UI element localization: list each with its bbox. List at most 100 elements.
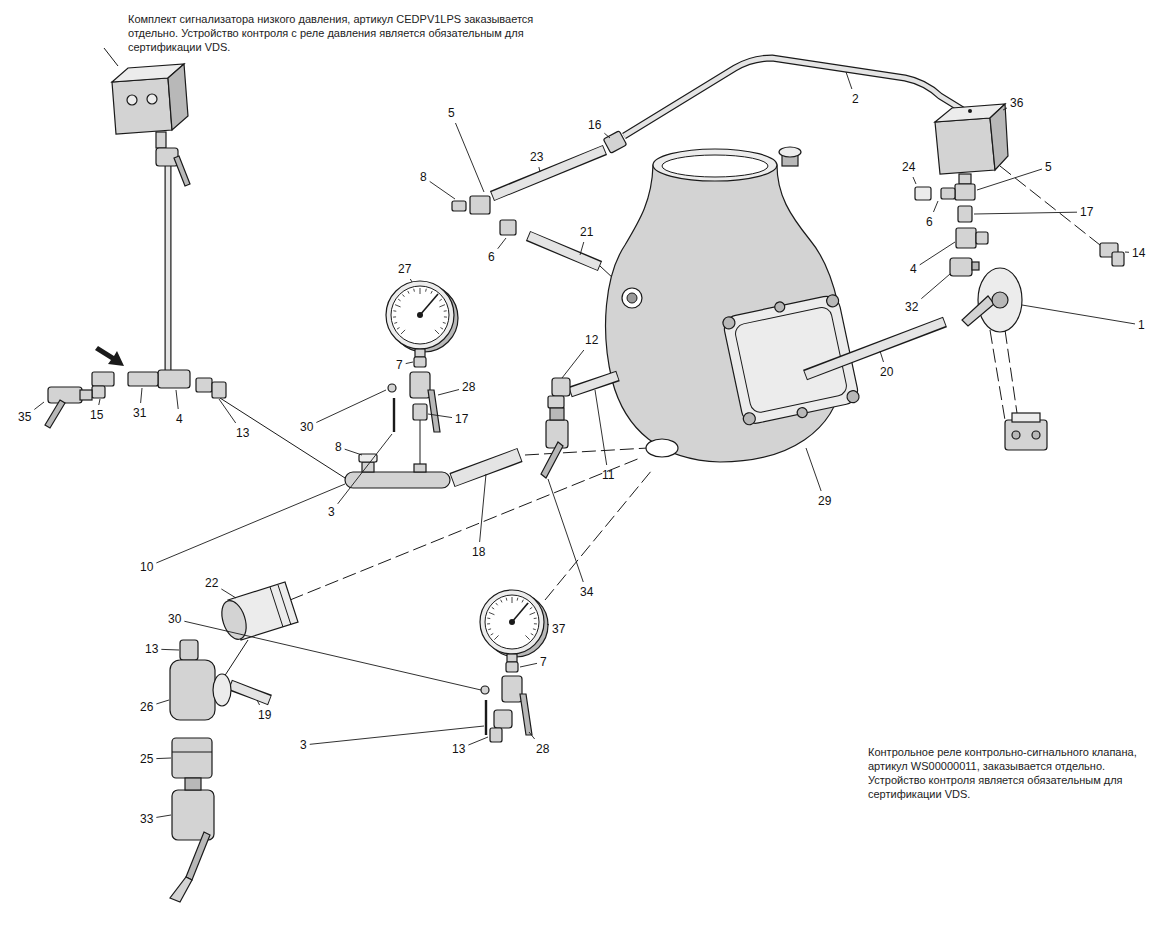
fitting: [950, 258, 972, 276]
leader-line: [974, 212, 1077, 214]
supervisory-switch: [1012, 431, 1020, 439]
pressure-gauge: [487, 597, 537, 640]
pressure-gauge: [533, 628, 536, 630]
leader-line: [547, 624, 549, 626]
supervisory-switch: [1005, 420, 1047, 450]
leader-line: [410, 279, 412, 282]
callout-number: 11: [602, 468, 614, 482]
drain-assembly: [278, 585, 291, 625]
pressure-gauge: [517, 598, 519, 601]
leader-line: [221, 589, 236, 598]
tubing: [624, 58, 966, 136]
pressure-gauge: [488, 628, 491, 630]
valve-clamp: [962, 296, 994, 326]
fitting: [941, 188, 955, 199]
pressure-gauge: [435, 330, 439, 334]
assembly-line: [220, 398, 345, 478]
callout-number: 35: [18, 410, 31, 424]
fitting: [500, 220, 516, 235]
drain-valve: [552, 378, 570, 396]
pressure-gauge: [415, 349, 425, 357]
assembly-line: [545, 470, 652, 600]
pressure-gauge: [420, 294, 438, 315]
callout-number: 2: [852, 92, 859, 106]
leader-line: [595, 390, 607, 465]
fitting: [95, 346, 124, 366]
pressure-gauge: [487, 618, 490, 619]
supervisory-switch: [1012, 413, 1040, 422]
low-pressure-switch: [156, 148, 178, 166]
pressure-gauge: [481, 686, 489, 694]
pressure-gauge: [494, 635, 498, 639]
leader-line: [316, 390, 386, 422]
tubing: [168, 58, 966, 370]
valve-body: [646, 439, 678, 457]
leader-line: [156, 758, 171, 760]
cover-plate: [826, 294, 840, 308]
pressure-gauge: [439, 299, 441, 301]
pressure-gauge: [420, 288, 421, 294]
pressure-switch: [935, 118, 995, 174]
leader-line: [468, 737, 488, 745]
tubing: [624, 58, 966, 136]
callout-number: 26: [140, 700, 153, 714]
fitting: [915, 187, 931, 200]
pressure-gauge: [386, 281, 458, 367]
leader-line: [310, 726, 484, 744]
pressure-gauge: [386, 281, 454, 349]
leader-line: [438, 390, 459, 395]
leader-line: [161, 649, 179, 651]
pressure-gauge: [534, 618, 537, 619]
fitting: [976, 232, 988, 244]
callout-number: 29: [818, 494, 831, 508]
pressure-gauge: [414, 357, 426, 367]
leader-line: [846, 72, 852, 89]
fitting: [603, 131, 626, 154]
low-pressure-switch: [127, 95, 137, 105]
pressure-gauge: [431, 291, 432, 294]
ball-valve: [45, 400, 65, 428]
leader-line: [156, 484, 345, 563]
callout-number: 14: [1132, 246, 1145, 260]
ball-valve: [388, 372, 440, 432]
assembly-line: [222, 640, 248, 680]
ball-valve: [393, 398, 395, 432]
callout-number: 7: [396, 358, 403, 372]
valve-body: [779, 147, 801, 157]
ball-valve: [388, 384, 396, 392]
valve-body: [627, 293, 637, 303]
callout-number: 5: [448, 106, 455, 120]
low-pressure-switch: [112, 64, 190, 186]
callout-number: 22: [205, 576, 218, 590]
callout-number: 13: [145, 642, 158, 656]
low-pressure-switch: [168, 64, 188, 130]
pipe-nipple: [492, 150, 605, 196]
fitting: [959, 174, 971, 184]
callout-number: 13: [236, 426, 249, 440]
note-text: Контрольное реле контрольно-сигнального …: [868, 745, 1148, 801]
leader-line: [34, 402, 44, 409]
fitting: [92, 386, 105, 398]
callout-number: 30: [168, 612, 181, 626]
pipe-nipple: [806, 322, 944, 375]
leader-line: [498, 238, 506, 249]
callout-number: 1: [1138, 318, 1145, 332]
fitting: [212, 382, 226, 398]
pressure-gauge: [398, 299, 400, 301]
drain-assembly: [170, 877, 192, 902]
pressure-gauge: [393, 316, 396, 317]
callout-number: 30: [300, 420, 313, 434]
pressure-gauge: [408, 291, 409, 294]
pressure-gauge: [480, 590, 548, 742]
callout-number: 36: [1010, 96, 1023, 110]
leader-line: [104, 48, 118, 66]
callout-number: 19: [258, 708, 271, 722]
pipe-nipple: [529, 236, 599, 266]
pressure-gauge: [496, 603, 498, 605]
pressure-gauge: [417, 312, 423, 318]
pressure-gauge: [393, 310, 396, 311]
drain-assembly: [170, 582, 298, 902]
leader-line: [1003, 108, 1007, 110]
callout-number: 7: [540, 655, 547, 669]
pressure-gauge: [401, 330, 405, 334]
